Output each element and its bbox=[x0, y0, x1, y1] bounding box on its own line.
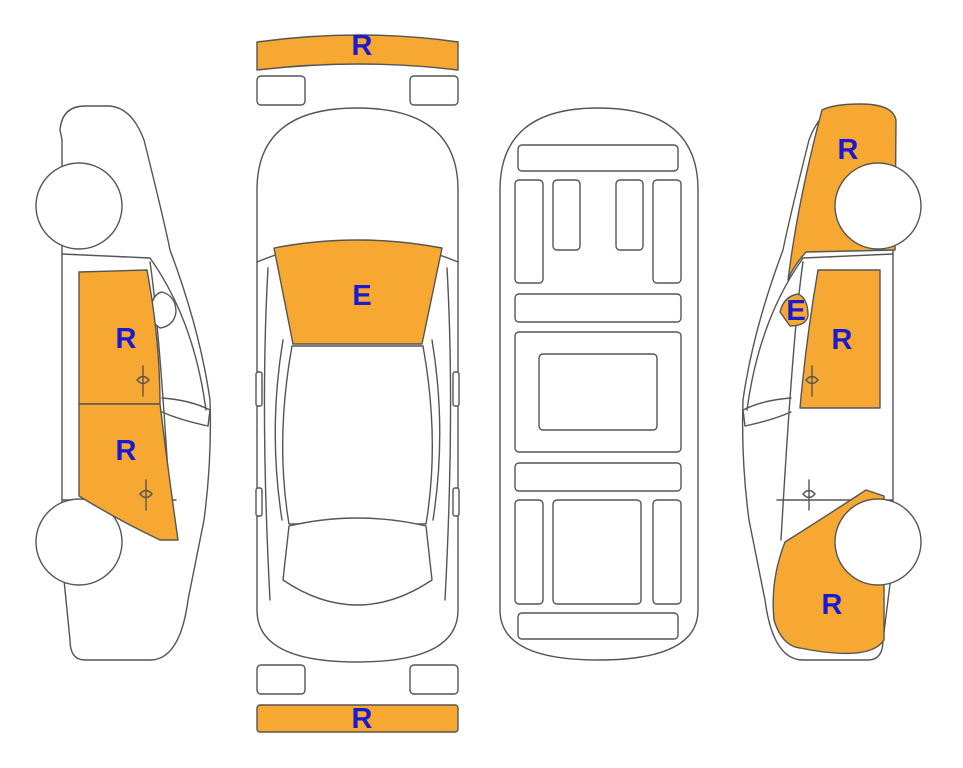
left-front-door-handle bbox=[136, 365, 150, 397]
right-rear-door-label: R bbox=[832, 324, 853, 356]
underbody-rear-center bbox=[552, 499, 642, 605]
car-top-roof bbox=[281, 345, 434, 525]
underbody-front-inner-right bbox=[615, 179, 644, 251]
right-rear-door-panel[interactable] bbox=[799, 269, 881, 409]
left-side-front-wheel bbox=[35, 162, 123, 250]
underbody-center-panel bbox=[538, 353, 658, 431]
car-top-left-side-line bbox=[263, 267, 271, 601]
left-rear-door-panel[interactable] bbox=[78, 403, 179, 541]
front-bumper-panel[interactable] bbox=[256, 704, 459, 733]
left-rear-door-label: R bbox=[116, 435, 137, 467]
front-bumper-label: R bbox=[352, 703, 373, 735]
rear-bumper-panel[interactable] bbox=[256, 34, 459, 71]
right-mirror-panel[interactable] bbox=[779, 293, 809, 327]
right-rear-door-handle bbox=[805, 365, 819, 397]
car-top-right-side-line bbox=[444, 267, 452, 601]
right-side-belt-line bbox=[746, 253, 894, 411]
left-side-rear-wheel bbox=[35, 498, 123, 586]
left-side-rear-window bbox=[161, 397, 211, 427]
underbody-front-right-rail bbox=[652, 179, 682, 284]
car-left-side-view: R R bbox=[35, 105, 212, 661]
car-top-right-mirror bbox=[452, 371, 460, 407]
underbody-rear-right-rail bbox=[652, 499, 682, 605]
right-rear-quarter-label: R bbox=[838, 134, 859, 166]
car-top-left-rear-marker bbox=[255, 487, 263, 517]
right-side-front-wheel bbox=[834, 498, 922, 586]
right-front-fender-label: R bbox=[822, 589, 843, 621]
right-side-window-line bbox=[780, 261, 804, 541]
car-top-right-rear-marker bbox=[452, 487, 460, 517]
underbody-front-left-rail bbox=[514, 179, 544, 284]
bottom-end-group: R bbox=[256, 664, 459, 735]
left-side-belt-line bbox=[61, 253, 207, 411]
right-front-door-handle bbox=[802, 479, 816, 511]
left-front-door-label: R bbox=[116, 323, 137, 355]
bottom-left-light bbox=[256, 664, 306, 695]
underbody-rear-left-rail bbox=[514, 499, 544, 605]
left-side-mirror bbox=[149, 291, 177, 329]
car-top-left-inner-line bbox=[274, 339, 284, 521]
underbody-mid-front-bar bbox=[514, 293, 682, 323]
top-right-light bbox=[409, 75, 459, 106]
underbody-rear-bar bbox=[517, 612, 679, 640]
underbody-front-bar bbox=[517, 144, 679, 172]
left-rear-door-handle bbox=[139, 479, 153, 511]
right-side-rear-wheel bbox=[834, 162, 922, 250]
top-left-light bbox=[256, 75, 306, 106]
windshield-panel[interactable] bbox=[273, 239, 443, 345]
car-top-view: E bbox=[255, 107, 460, 663]
top-end-group: R bbox=[256, 30, 459, 106]
right-mirror-label: E bbox=[786, 295, 805, 327]
rear-bumper-label: R bbox=[352, 30, 373, 62]
car-underbody-view bbox=[499, 107, 699, 661]
right-side-rear-window bbox=[742, 397, 792, 427]
bottom-right-light bbox=[409, 664, 459, 695]
car-right-side-view: R E R R bbox=[741, 103, 922, 661]
underbody-front-inner-left bbox=[552, 179, 581, 251]
car-top-left-mirror bbox=[255, 371, 263, 407]
car-top-rear-window bbox=[282, 517, 433, 606]
car-top-right-inner-line bbox=[431, 339, 441, 521]
windshield-label: E bbox=[352, 280, 371, 312]
underbody-mid-rear-bar bbox=[514, 462, 682, 492]
